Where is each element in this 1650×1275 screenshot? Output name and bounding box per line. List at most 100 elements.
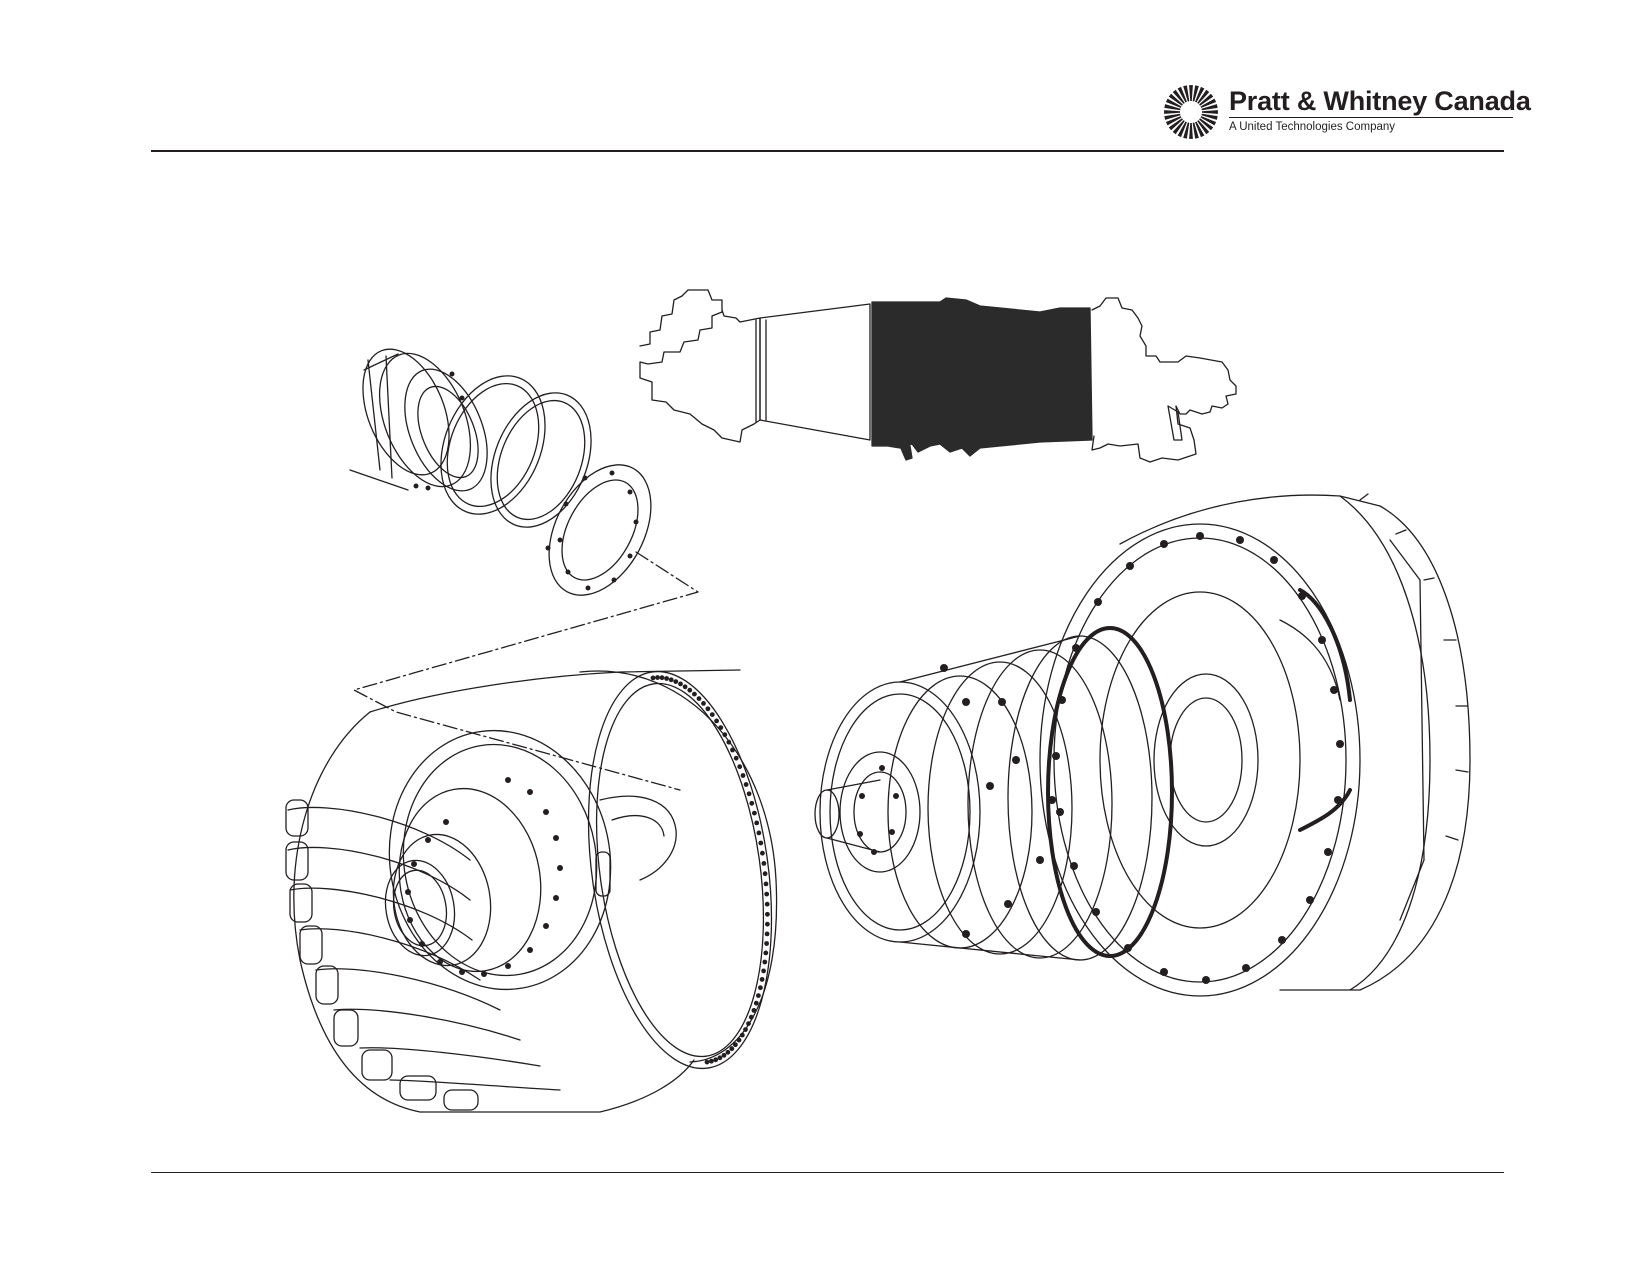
flange-hole [733,755,739,761]
locator-rgb [1091,297,1237,463]
flange-hole [749,800,755,806]
logo-ray [1168,93,1183,106]
flange-hole [718,725,724,730]
flange-hole [762,871,768,877]
flange-hole [739,1032,745,1038]
brand-underline [1229,117,1513,118]
flange-hole [687,687,693,693]
logo-ray [1200,98,1217,108]
flange-hole [759,977,765,982]
logo-ray [1165,116,1182,126]
logo-ray [1192,85,1199,102]
logo-ray [1201,110,1218,114]
flange-hole [704,1059,710,1065]
flange-hole [756,830,762,836]
logo-ray [1199,118,1214,131]
logo-ray [1177,121,1187,138]
flange-hole [659,675,665,681]
sunburst-logo-icon [1164,85,1218,139]
flange-hole [754,820,760,826]
flange-hole [764,931,770,937]
flange-hole [753,1000,759,1006]
flange-hole [692,691,697,697]
logo-ray [1201,104,1218,111]
logo-ray [1199,93,1214,106]
flange-hole [760,850,765,856]
flange-hole [717,1055,723,1061]
flange-hole [762,959,768,965]
brand-logo: Pratt & Whitney Canada A United Technolo… [1163,84,1531,140]
logo-ray [1172,120,1185,135]
flange-hole [713,1057,719,1063]
logo-ray [1197,89,1210,104]
flange-hole [746,1021,751,1026]
logo-ray [1200,116,1217,126]
logo-ray [1164,110,1181,114]
flange-hole [763,950,769,956]
logo-ray [1168,118,1183,131]
flange-hole [668,677,674,683]
logo-ray [1201,113,1218,120]
logo-ray [1164,113,1181,120]
brand-tagline: A United Technologies Company [1229,121,1396,133]
logo-ray [1189,85,1193,102]
flange-hole [761,968,766,974]
assembly-leader-line [353,551,699,791]
flange-hole [705,706,711,712]
flange-hole [743,1027,748,1032]
flange-hole [736,1037,742,1043]
logo-ray [1172,89,1185,104]
flange-hole [765,921,770,927]
flange-hole [682,684,688,690]
locator-hot-section [871,297,1093,457]
flange-hole [764,901,770,907]
flange-hole [763,881,769,887]
brand-name: Pratt & Whitney Canada [1229,86,1531,116]
flange-hole [746,791,752,797]
footer-rule [151,1172,1504,1173]
flange-hole [709,712,715,717]
flange-hole [743,782,749,787]
flange-hole [740,773,746,778]
case-flange-holes [650,675,770,1065]
flange-hole [726,739,732,745]
flange-hole [722,732,728,738]
flange-hole [733,1042,738,1048]
flange-hole [673,679,679,684]
flange-hole [709,1058,714,1064]
flange-hole [696,696,702,701]
logo-ray [1192,122,1199,139]
header-rule [151,150,1504,152]
flange-hole [725,1049,731,1055]
flange-hole [664,676,669,681]
flange-hole [751,1008,757,1013]
flange-hole [737,764,743,770]
logo-ray [1195,86,1205,103]
flange-hole [758,840,764,846]
flange-hole [758,985,763,991]
flange-hole [752,810,757,816]
logo-ray [1177,86,1187,103]
seal-assembly-parts [349,348,652,596]
flange-hole [756,993,761,998]
logo-ray [1189,122,1193,139]
flange-hole [650,675,656,681]
logo-ray [1195,121,1205,138]
logo-ray [1165,98,1182,108]
flange-hole [761,861,767,866]
flange-hole [714,718,719,724]
flange-hole [765,911,770,917]
locator-intake [759,303,871,441]
logo-ray [1164,104,1181,111]
logo-ray [1183,85,1190,102]
turbine-housing [1039,493,1471,997]
flange-hole [678,681,683,687]
flange-hole [730,747,735,753]
locator-gearbox [639,289,761,443]
flange-hole [655,675,660,680]
logo-ray [1183,122,1190,139]
flange-hole [764,941,769,946]
flange-hole [764,891,770,897]
